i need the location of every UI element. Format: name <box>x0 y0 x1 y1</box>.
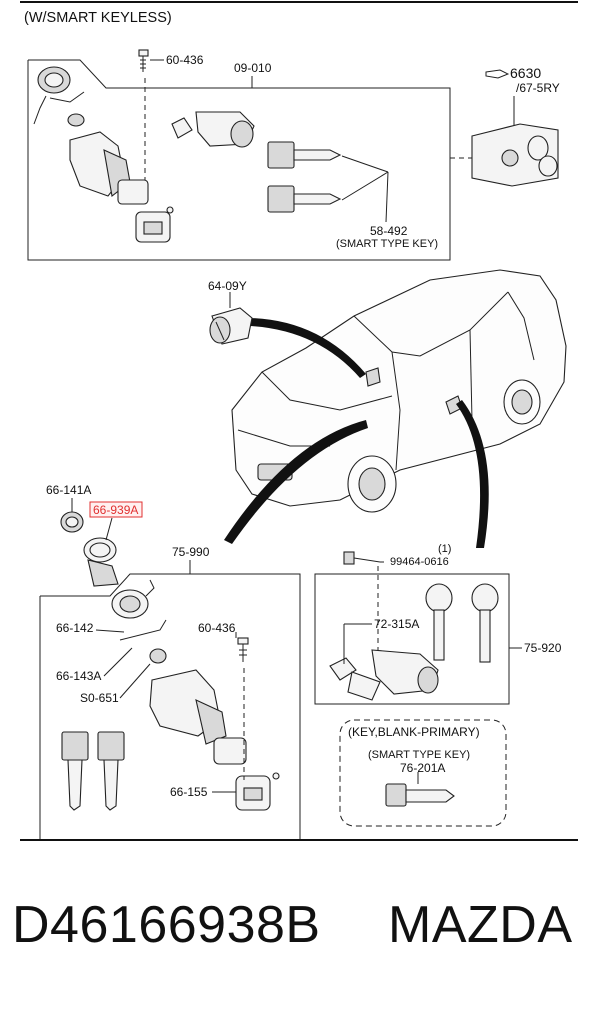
header-title: (W/SMART KEYLESS) <box>24 10 172 26</box>
key-blank-box <box>339 719 507 827</box>
callout-smart-type-key-1: (SMART TYPE KEY) <box>336 238 438 250</box>
callout-66-143a: 66-143A <box>56 669 101 683</box>
callout-67-5ry: /67-5RY <box>516 81 560 95</box>
assembly-box-75-920 <box>314 573 522 705</box>
steering-lock-assembly-bottom <box>95 579 280 811</box>
assembly-box-09-010 <box>27 59 451 261</box>
callout-75-920: 75-920 <box>524 641 562 655</box>
callout-66-939a: 66-939A <box>93 503 138 517</box>
door-lock-cylinder-75-920 <box>329 623 439 701</box>
callout-key-blank-primary: (KEY,BLANK-PRIMARY) <box>348 725 480 739</box>
bolt-60-436-top <box>138 49 164 180</box>
key-smart-type-1 <box>267 141 389 223</box>
callout-s0-651: S0-651 <box>80 691 119 705</box>
callout-76-201a: 76-201A <box>400 761 445 775</box>
highlighted-part-66-939a <box>83 501 143 587</box>
callout-66-142: 66-142 <box>56 621 94 635</box>
callout-66-155: 66-155 <box>170 785 208 799</box>
smart-key-housing-ref <box>450 96 559 187</box>
callout-99464-0616: 99464-0616 <box>390 556 449 568</box>
callout-58-492: 58-492 <box>370 224 408 238</box>
bolt-60-436-bottom <box>235 632 249 780</box>
callout-75-990: 75-990 <box>172 545 210 559</box>
part-number: D46166938B <box>12 896 321 954</box>
callout-66-141a: 66-141A <box>46 483 91 497</box>
pointer-swoosh-door <box>456 400 489 548</box>
callout-64-09y: 64-09Y <box>208 279 247 293</box>
pointer-swoosh-hood <box>250 318 366 378</box>
callout-qty-1: (1) <box>438 543 451 555</box>
screw-99464 <box>343 551 386 650</box>
keys-75-990 <box>61 731 125 811</box>
callout-60-436-top: 60-436 <box>166 53 204 67</box>
ref-arrow-icon <box>485 69 510 79</box>
door-lock-cylinder-top <box>171 111 255 148</box>
callout-6630: 6630 <box>510 65 541 81</box>
callout-60-436-bottom: 60-436 <box>198 621 236 635</box>
brand-name: MAZDA <box>388 896 573 954</box>
ring-66-141a <box>60 498 84 533</box>
callout-09-010: 09-010 <box>234 61 272 75</box>
steering-lock-assembly-top <box>33 66 174 243</box>
footer: D46166938B MAZDA <box>0 895 600 975</box>
trunk-lock-cylinder-64-09y <box>209 292 253 345</box>
callout-smart-type-key-2: (SMART TYPE KEY) <box>368 749 470 761</box>
keys-75-920 <box>425 583 499 663</box>
callout-72-315a: 72-315A <box>374 617 419 631</box>
pointer-swoosh-ignition <box>224 420 368 544</box>
